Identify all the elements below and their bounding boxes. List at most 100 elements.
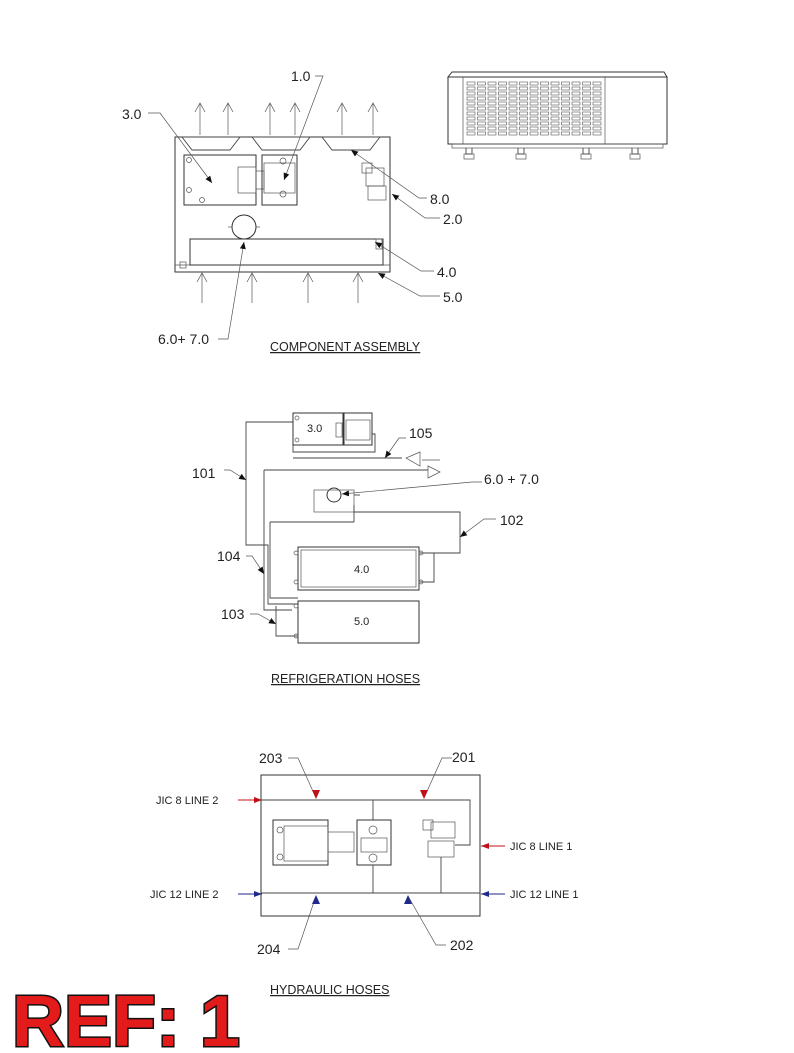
condenser-block xyxy=(189,238,384,266)
vent-slot xyxy=(519,111,528,116)
component-assembly-title: COMPONENT ASSEMBLY xyxy=(270,340,421,354)
vent-slot xyxy=(477,96,486,101)
vent-slot xyxy=(582,101,591,106)
callout-6-7: 6.0+ 7.0 xyxy=(158,331,209,347)
hydraulic-frame xyxy=(260,774,481,917)
vent-slot xyxy=(466,91,476,96)
vent-slot xyxy=(529,131,539,136)
vent-slot xyxy=(519,86,528,91)
vent-slot xyxy=(550,91,560,96)
leader-lines xyxy=(148,75,440,340)
vent-slot xyxy=(508,116,518,121)
vent-slot xyxy=(498,96,507,101)
vent-slot xyxy=(466,96,476,101)
vent-slot xyxy=(582,81,591,86)
ref-condenser-block xyxy=(297,546,420,591)
ref-receiver-label: 5.0 xyxy=(354,616,369,628)
vent-slot xyxy=(592,101,602,106)
callout-8-0: 8.0 xyxy=(430,191,450,207)
vent-slot xyxy=(477,86,486,91)
vent-slot xyxy=(540,111,549,116)
vent-slot xyxy=(498,91,507,96)
vent-slot xyxy=(466,106,476,111)
vent-slot xyxy=(498,131,507,136)
vent-slot xyxy=(571,121,581,126)
vent-slot xyxy=(540,131,549,136)
vent-slot xyxy=(477,91,486,96)
vent-slot xyxy=(582,111,591,116)
vent-slot xyxy=(508,96,518,101)
vent-slot xyxy=(508,111,518,116)
vent-slot xyxy=(477,101,486,106)
hydraulic-hoses-title: HYDRAULIC HOSES xyxy=(270,983,389,997)
vent-slot xyxy=(487,86,497,91)
vent-slot xyxy=(487,121,497,126)
motor-block xyxy=(183,154,257,206)
vent-slot xyxy=(550,96,560,101)
vent-slot xyxy=(550,131,560,136)
vent-slot xyxy=(529,101,539,106)
vent-slot xyxy=(519,126,528,131)
vent-slot xyxy=(487,81,497,86)
vent-slot xyxy=(529,121,539,126)
callout-2-0: 2.0 xyxy=(443,211,463,227)
ref-motor-label: 3.0 xyxy=(307,423,322,435)
vent-slot xyxy=(477,116,486,121)
callout-3-0: 3.0 xyxy=(122,106,142,122)
vent-slot xyxy=(592,126,602,131)
vent-slot xyxy=(519,81,528,86)
vent-slot xyxy=(466,101,476,106)
vent-slot xyxy=(487,131,497,136)
vent-slot xyxy=(498,101,507,106)
vent-slot xyxy=(487,111,497,116)
label-jic8-line1: JIC 8 LINE 1 xyxy=(510,841,572,853)
vent-slot xyxy=(582,126,591,131)
vent-slot xyxy=(571,91,581,96)
vent-slot xyxy=(477,126,486,131)
vent-slot xyxy=(498,126,507,131)
vent-slot xyxy=(550,106,560,111)
vent-slot xyxy=(550,111,560,116)
vent-slot xyxy=(540,116,549,121)
vent-slot xyxy=(466,116,476,121)
label-jic12-line1: JIC 12 LINE 1 xyxy=(510,889,578,901)
vent-slot xyxy=(519,96,528,101)
vent-slot xyxy=(592,96,602,101)
vent-slot xyxy=(529,86,539,91)
vent-slot xyxy=(466,126,476,131)
vent-slot xyxy=(550,81,560,86)
vent-slot xyxy=(540,101,549,106)
ref-condenser-label: 4.0 xyxy=(354,564,369,576)
callout-101: 101 xyxy=(192,465,216,481)
vent-slot xyxy=(540,121,549,126)
callout-202: 202 xyxy=(450,937,474,953)
vent-slot xyxy=(592,131,602,136)
vent-slot xyxy=(561,86,570,91)
hydraulic-hoses-diagram: 203 201 204 202 JIC 8 LINE 2 JIC 8 LINE … xyxy=(150,749,578,997)
vent-slot xyxy=(508,81,518,86)
vent-slot xyxy=(508,131,518,136)
airflow-in-arrows xyxy=(196,272,364,303)
vent-slot xyxy=(571,96,581,101)
vent-slot xyxy=(592,121,602,126)
vent-slot xyxy=(529,81,539,86)
vent-slot xyxy=(508,101,518,106)
vent-slot xyxy=(540,81,549,86)
vent-slot xyxy=(529,126,539,131)
vent-slot xyxy=(561,116,570,121)
callout-1-0: 1.0 xyxy=(291,68,311,84)
vent-slot xyxy=(592,116,602,121)
vent-slot xyxy=(592,91,602,96)
vent-slot xyxy=(519,101,528,106)
fan-icon xyxy=(181,136,381,151)
vent-slot xyxy=(508,91,518,96)
vent-slot xyxy=(561,121,570,126)
vent-slot xyxy=(540,106,549,111)
vent-slot xyxy=(540,126,549,131)
vent-slot xyxy=(519,91,528,96)
vent-slot xyxy=(487,91,497,96)
vent-slot xyxy=(550,121,560,126)
reference-mark: REF: 1 xyxy=(12,982,240,1053)
vent-slot xyxy=(477,106,486,111)
